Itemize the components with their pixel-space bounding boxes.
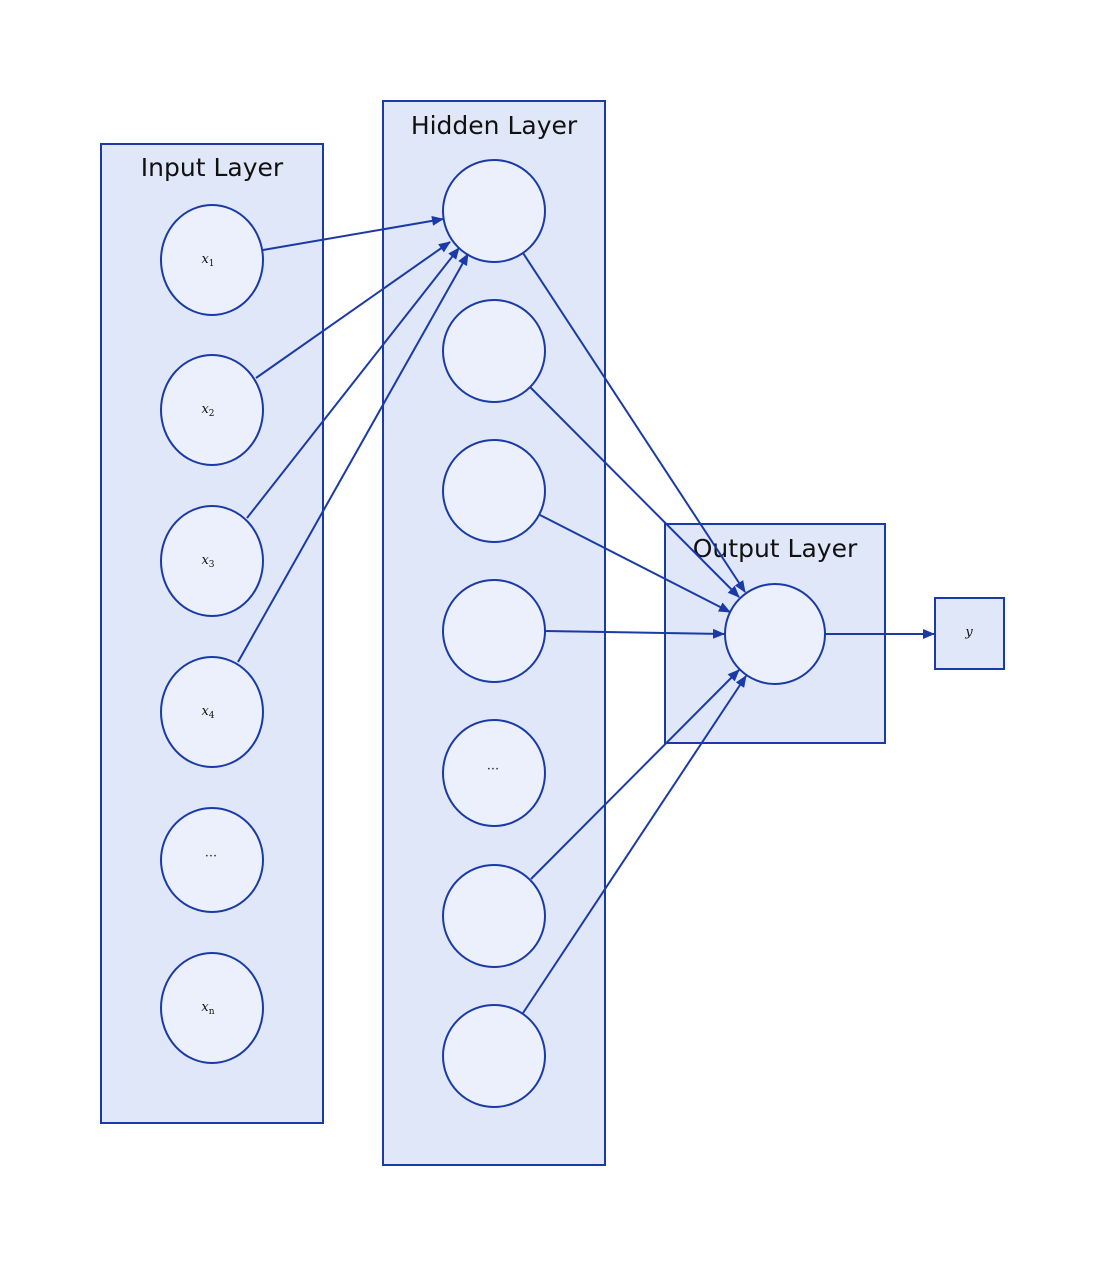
input-node-n-label: xn [201, 1000, 214, 1017]
edge-h7-out [522, 675, 747, 1014]
edge-h6-out [530, 669, 740, 880]
edge-x2-h1 [255, 241, 451, 379]
edge-h1-out [522, 252, 746, 593]
hidden-node-ellipsis-label: ··· [487, 762, 499, 777]
hidden-node-1 [442, 159, 546, 263]
edge-h4-out [544, 628, 725, 639]
input-node-ellipsis-label: ··· [205, 849, 217, 864]
hidden-node-4 [442, 579, 546, 683]
hidden-layer: Hidden Layer ··· [382, 100, 606, 1166]
hidden-node-3 [442, 439, 546, 543]
hidden-node-6 [442, 864, 546, 968]
hidden-node-2 [442, 299, 546, 403]
edge-x3-h1 [246, 247, 460, 519]
input-node-2-label: x2 [201, 402, 214, 419]
result-box-rect [934, 597, 1005, 670]
input-node-1 [160, 204, 264, 316]
hidden-to-output-edges [522, 252, 747, 1014]
input-to-hidden-edges [237, 215, 469, 663]
output-layer-title: Output Layer [693, 534, 858, 563]
input-layer: Input Layer x1 x2 x3 x4 ··· xn [100, 143, 324, 1124]
input-node-1-label: x1 [201, 252, 214, 269]
input-node-4-label: x4 [201, 704, 214, 721]
edge-h2-out [529, 386, 740, 598]
result-box: y [934, 597, 1005, 670]
edge-h3-out [539, 514, 731, 613]
input-node-3-label: x3 [201, 553, 214, 570]
input-node-n [160, 952, 264, 1064]
hidden-node-7 [442, 1004, 546, 1108]
input-node-4 [160, 656, 264, 768]
hidden-layer-title: Hidden Layer [411, 111, 578, 140]
edge-x4-h1 [237, 253, 469, 663]
edge-x1-h1 [262, 215, 444, 251]
input-node-ellipsis [160, 807, 264, 913]
hidden-node-ellipsis [442, 719, 546, 827]
result-label: y [964, 625, 973, 640]
input-node-2 [160, 354, 264, 466]
input-layer-title: Input Layer [141, 153, 284, 182]
output-node [724, 583, 826, 685]
input-node-3 [160, 505, 264, 617]
